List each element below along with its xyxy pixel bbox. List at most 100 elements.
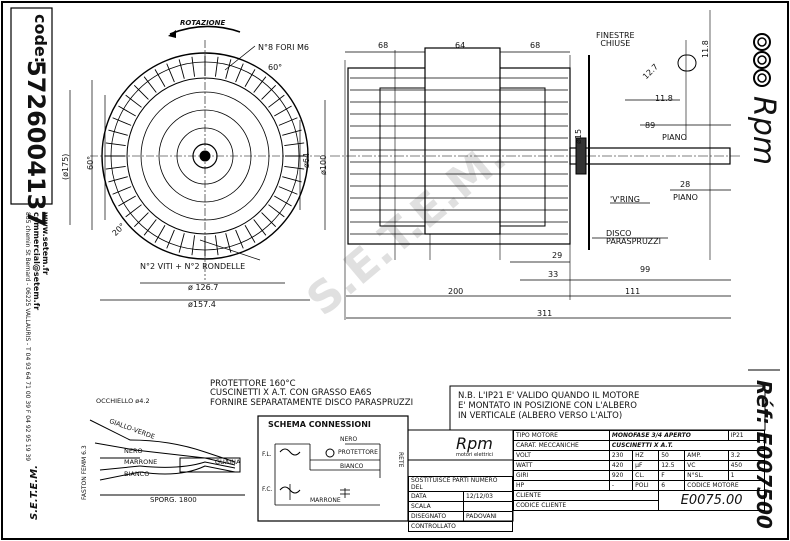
cooling-fin [154,225,166,243]
dim-15: ø15 [574,128,583,144]
code-label: code: [31,14,50,64]
disco-label: DISCO PARASPRUZZI [606,229,661,246]
cooling-fin [143,76,157,93]
code-value: 5726004137 [22,60,50,227]
dim-89: 89 [645,121,656,130]
carat-label: CARAT. MECCANICHE [513,440,610,451]
schema-fl: F.L. [262,451,272,458]
vc-value: 450 [727,460,766,471]
brand-logo: Rpm [746,96,781,166]
cooling-fin [268,204,285,218]
cliente-label: CLIENTE [512,490,660,501]
hp-value: - [608,480,634,491]
piano-2: PIANO [673,193,698,202]
cooling-fin [191,235,196,256]
title-block-table: TIPO MOTORE MONOFASE 3/4 APERTO IP21 CAR… [512,430,766,511]
cooling-fin [274,105,292,117]
dim-157: ø157.4 [188,300,216,309]
cooling-fin [133,212,149,228]
cooling-fin [125,94,142,108]
cl-value: F [658,470,686,481]
cooling-fin [112,117,132,126]
carat-value: CUSCINETTI X A.T. [608,440,766,451]
occhiello-label: OCCHIELLO ø4.2 [96,397,150,405]
dim-60: 60° [86,155,95,170]
poli-value: 6 [658,480,686,491]
cooling-fin [274,195,292,207]
volt-value: 230 [608,450,634,461]
dim-64: ø64 [302,152,311,168]
rotation-label: ROTAZIONE [180,19,226,27]
cooling-fin [244,225,256,243]
data-value: 12/12/03 [463,491,513,502]
side-view [330,10,740,320]
schema-title: SCHEMA CONNESSIONI [268,420,371,429]
data-label: DATA [407,491,465,502]
dim-111: 111 [625,287,641,296]
motor-code: E0075.00 [658,490,765,511]
cooling-fin [244,69,256,87]
schema-bianco: BIANCO [340,463,364,470]
dim-68a: 68 [378,41,389,50]
cooling-fin [125,204,142,218]
vendor-logo-text: S.E.T.E.M. [29,465,40,520]
schema-rete: RETE [397,452,404,468]
cooling-fin [166,229,175,249]
nsl-value: 1 [727,470,766,481]
giri-value: 920 [608,470,634,481]
sporg-label: SPORG. 1800 [150,496,197,504]
cooling-fin [191,56,196,77]
wire-nero: NERO [124,447,143,455]
vendor-address: 885 chemin St Bernard - 06225 VALLAURIS … [24,212,31,462]
ip-value: IP21 [727,430,766,441]
cooling-fin [278,186,298,195]
disegnato-value: PADOVANI [463,511,513,522]
cooling-fin [225,59,232,79]
cooling-fin [284,165,305,170]
cooling-fin [261,212,277,228]
dim-126: ø 126.7 [188,283,219,292]
schema-protettore: PROTETTORE [338,449,378,456]
codmot-label: CODICE MOTORE [684,480,765,491]
uf-label: µF [632,460,660,471]
cooling-fin [282,129,302,136]
controllato-label: CONTROLLATO [408,521,513,532]
cooling-fin [112,186,132,195]
dim-200: 200 [448,287,464,296]
schema-nero: NERO [340,436,358,443]
schema-marrone: MARRONE [310,497,341,504]
sost-label: SOSTITUISCE PARTI NUMERO DEL [408,476,513,492]
cooling-fin [105,142,126,147]
cooling-fin [278,117,298,126]
cooling-fin [154,69,166,87]
cooling-fin [178,59,185,79]
cooling-fin [178,233,185,253]
volt-label: VOLT [513,450,610,461]
cooling-fin [282,176,302,183]
cooling-fin [214,56,219,77]
vring-label: 'V'RING [610,195,640,204]
cooling-fin [143,219,157,236]
uf-value: 12.5 [658,460,686,471]
dim-28: 28 [680,180,691,189]
cooling-fin [225,233,232,253]
cooling-fin [253,219,267,236]
angle-60-label: 60° [268,63,283,72]
cooling-fin [261,84,277,100]
dim-99: 99 [640,265,651,274]
cooling-fin [118,105,136,117]
vendor-email: commercial@setem.fr [32,212,41,311]
scala-label: SCALA [407,501,465,512]
dim-118b: 11.8 [655,94,673,103]
cooling-fin [166,63,175,83]
cl-label: CL. [632,470,660,481]
amp-label: AMP. [684,450,729,461]
hp-label: HP [513,480,610,491]
giri-label: GIRI [513,470,610,481]
screws-label: N°2 VITI + N°2 RONDELLE [140,262,246,271]
dim-311: 311 [537,309,553,318]
amp-value: 3.2 [727,450,766,461]
schema-fc: F.C. [262,486,273,493]
